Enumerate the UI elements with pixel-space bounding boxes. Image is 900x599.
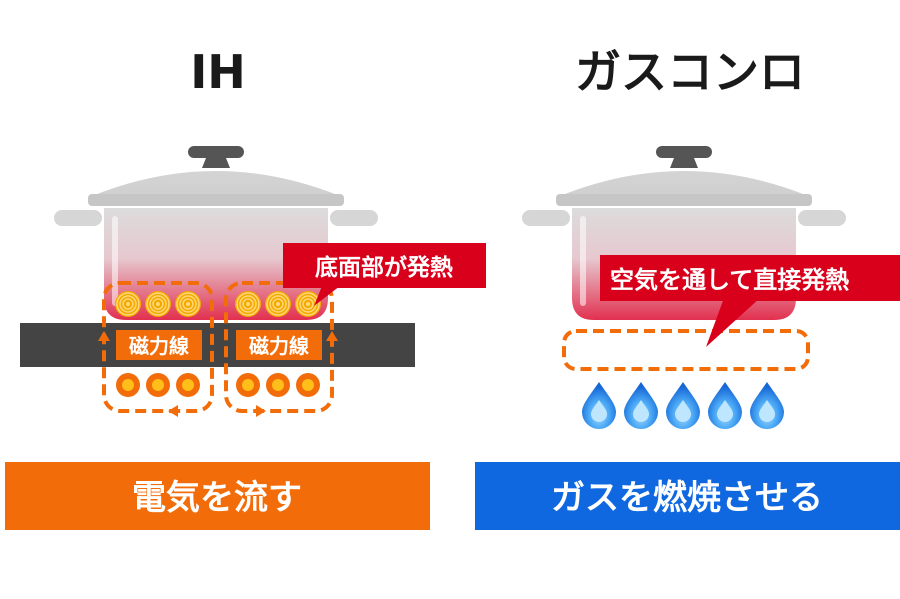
- gas-title: ガスコンロ: [575, 45, 805, 99]
- flame-icon: [750, 382, 784, 429]
- field-label-left: 磁力線: [129, 334, 189, 358]
- gas-banner-text: ガスを燃焼させる: [551, 478, 823, 518]
- ih-callout: 底面部が発熱: [283, 243, 486, 306]
- arrow-up-icon: [98, 331, 110, 341]
- ih-banner-text: 電気を流す: [132, 478, 302, 518]
- field-label-box-right: [236, 330, 322, 360]
- induction-coils: [116, 373, 320, 397]
- field-label-box-left: [116, 330, 202, 360]
- magnetic-field-loop-right: [224, 281, 334, 413]
- arrow-up-icon: [326, 331, 338, 341]
- arrow-right-icon: [256, 405, 266, 417]
- field-label-right: 磁力線: [249, 334, 309, 358]
- ih-cooktop: [20, 323, 415, 367]
- flame-icon: [582, 382, 616, 429]
- air-gap-outline: [562, 329, 810, 371]
- magnetic-field-loop-left: [102, 281, 214, 413]
- gas-callout: 空気を通して直接発熱: [600, 255, 900, 347]
- flame-icon: [708, 382, 742, 429]
- gas-flames: [582, 382, 784, 429]
- gas-callout-text: 空気を通して直接発熱: [610, 266, 849, 294]
- ih-callout-text: 底面部が発熱: [315, 254, 453, 281]
- ih-banner: [5, 462, 430, 530]
- flame-icon: [666, 382, 700, 429]
- ih-title: IH: [190, 45, 246, 99]
- flame-icon: [624, 382, 658, 429]
- gas-banner: [475, 462, 900, 530]
- arrow-left-icon: [168, 405, 178, 417]
